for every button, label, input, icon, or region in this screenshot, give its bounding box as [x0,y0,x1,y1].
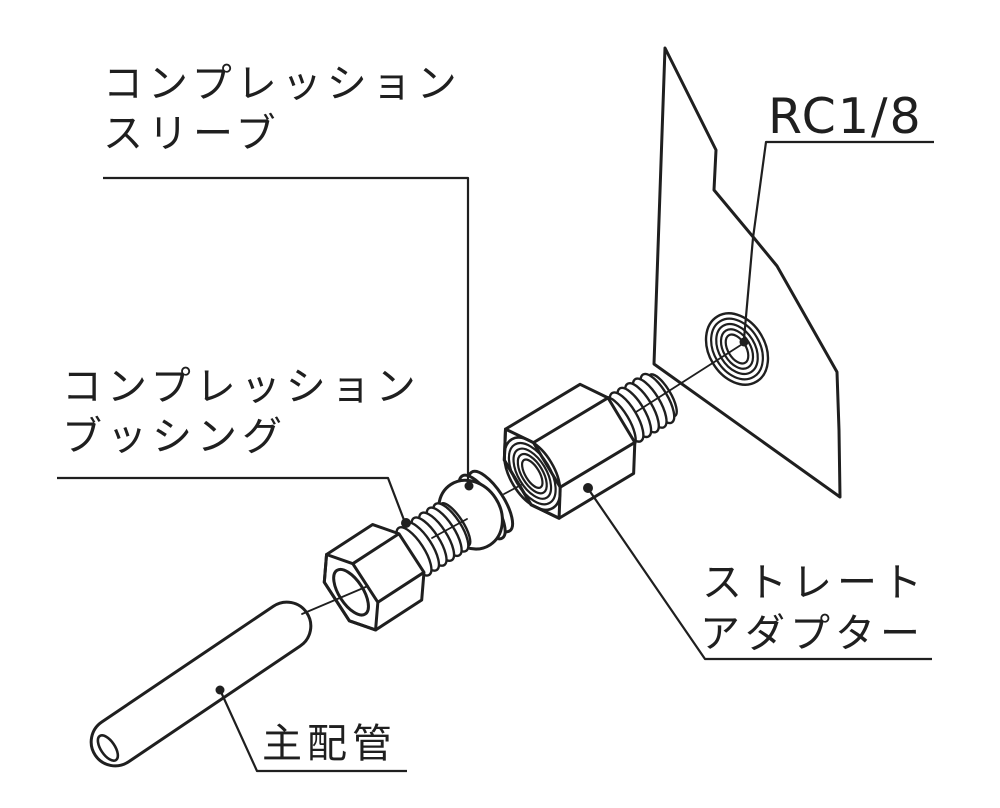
leader-lines [57,140,934,773]
labels: コンプレッション スリーブ コンプレッション ブッシング RC1/8 ストレート… [62,61,927,767]
wall-plate-outline [652,46,842,499]
sleeve-leader-dot [464,481,474,491]
pipe-leader-line [219,691,407,773]
rc18-leader-line [742,140,934,340]
axis-segment-adapter-hole [635,342,745,413]
pipe-leader-dot [215,685,225,695]
adapter-leader-dot [583,483,593,493]
label-thread-size: RC1/8 [768,88,923,145]
bushing-leader-dot [401,518,411,528]
adapter-female-thread-ring [516,452,548,495]
axis-centerline [301,342,745,615]
adapter-female-thread-ring [507,442,557,506]
sleeve-leader-line [103,176,470,483]
label-straight-adapter-line2: アダプター [700,611,925,657]
adapter-leader-line [588,489,932,661]
label-main-pipe: 主配管 [262,721,397,767]
adapter-female-thread-ring [503,436,562,512]
pipe-bore-opening [96,734,120,762]
label-straight-adapter-line1: ストレート [702,560,927,606]
rc18-leader-dot [739,337,749,347]
axis-segment-pipe-bushing [301,585,369,615]
adapter-hex-facet-lines [532,396,636,489]
straight-adapter [502,372,678,520]
label-compression-sleeve-line1: コンプレッション [103,61,462,107]
axis-segment-bushing-sleeve [431,518,468,539]
axis-segment-sleeve-adapter [503,484,522,495]
wall-plate [652,46,842,499]
bushing-hex-facet-lines [351,532,425,604]
hole-thread-ring [719,328,755,370]
label-compression-bushing-line2: ブッシング [62,414,287,460]
adapter-female-thread-ring [512,447,553,500]
adapter-female-thread-ring [520,458,544,489]
label-compression-bushing-line1: コンプレッション [62,364,421,410]
bushing-front-hex-face [322,552,380,632]
bushing-bore [332,567,370,617]
bushing-leader-line [57,476,406,521]
label-compression-sleeve-line2: スリーブ [103,111,281,157]
